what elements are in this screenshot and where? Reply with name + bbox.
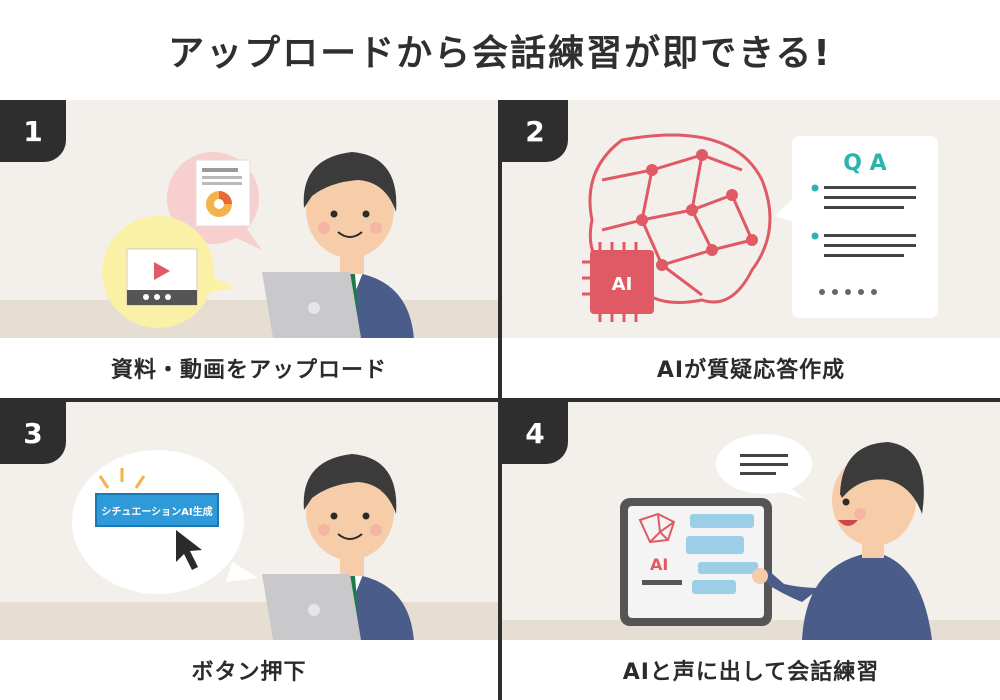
cursor-icon — [176, 530, 202, 570]
steps-grid: 1 資料・動画をアップロード — [0, 100, 1000, 700]
step-panel-4: AI 4 AIと声に出して会話練習 — [502, 402, 1000, 700]
button-press-illustration: シチュエーションAI生成 — [0, 450, 498, 646]
document-icon — [167, 152, 262, 250]
page-title: アップロードから会話練習が即できる! — [168, 33, 832, 74]
step-number: 1 — [0, 100, 66, 162]
step-number: 3 — [0, 402, 66, 464]
button-bubble: シチュエーションAI生成 — [72, 450, 258, 594]
step-caption: ボタン押下 — [0, 640, 498, 700]
qa-card: Q A — [774, 136, 938, 318]
qa-label: Q A — [843, 151, 886, 176]
step-panel-3: シチュエーションAI生成 3 — [0, 402, 498, 700]
step-caption: AIが質疑応答作成 — [502, 338, 1000, 398]
step-caption: 資料・動画をアップロード — [0, 338, 498, 398]
desk — [0, 300, 498, 340]
upload-illustration — [0, 152, 498, 344]
ai-chip-icon: AI — [582, 242, 654, 322]
chip-label: AI — [612, 274, 633, 295]
speech-bubble-icon — [716, 434, 812, 500]
step-panel-2: AI Q A 2 AIが質疑応答作成 — [502, 100, 1000, 398]
desk — [0, 602, 498, 642]
step-number: 2 — [502, 100, 568, 162]
tablet-ai-label: AI — [650, 555, 668, 574]
step-number: 4 — [502, 402, 568, 464]
step-caption: AIと声に出して会話練習 — [502, 640, 1000, 700]
network-nodes — [636, 149, 758, 271]
spark-icon — [98, 468, 146, 489]
generate-ai-button-label: シチュエーションAI生成 — [101, 505, 212, 518]
generate-ai-button[interactable] — [95, 493, 219, 527]
man-avatar — [752, 442, 932, 640]
ai-illustration: AI Q A — [582, 133, 938, 322]
tablet-icon: AI — [602, 498, 772, 677]
conversation-illustration: AI — [502, 434, 1000, 677]
video-icon — [102, 216, 236, 328]
step-panel-1: 1 資料・動画をアップロード — [0, 100, 498, 398]
mini-brain-icon — [638, 512, 676, 544]
